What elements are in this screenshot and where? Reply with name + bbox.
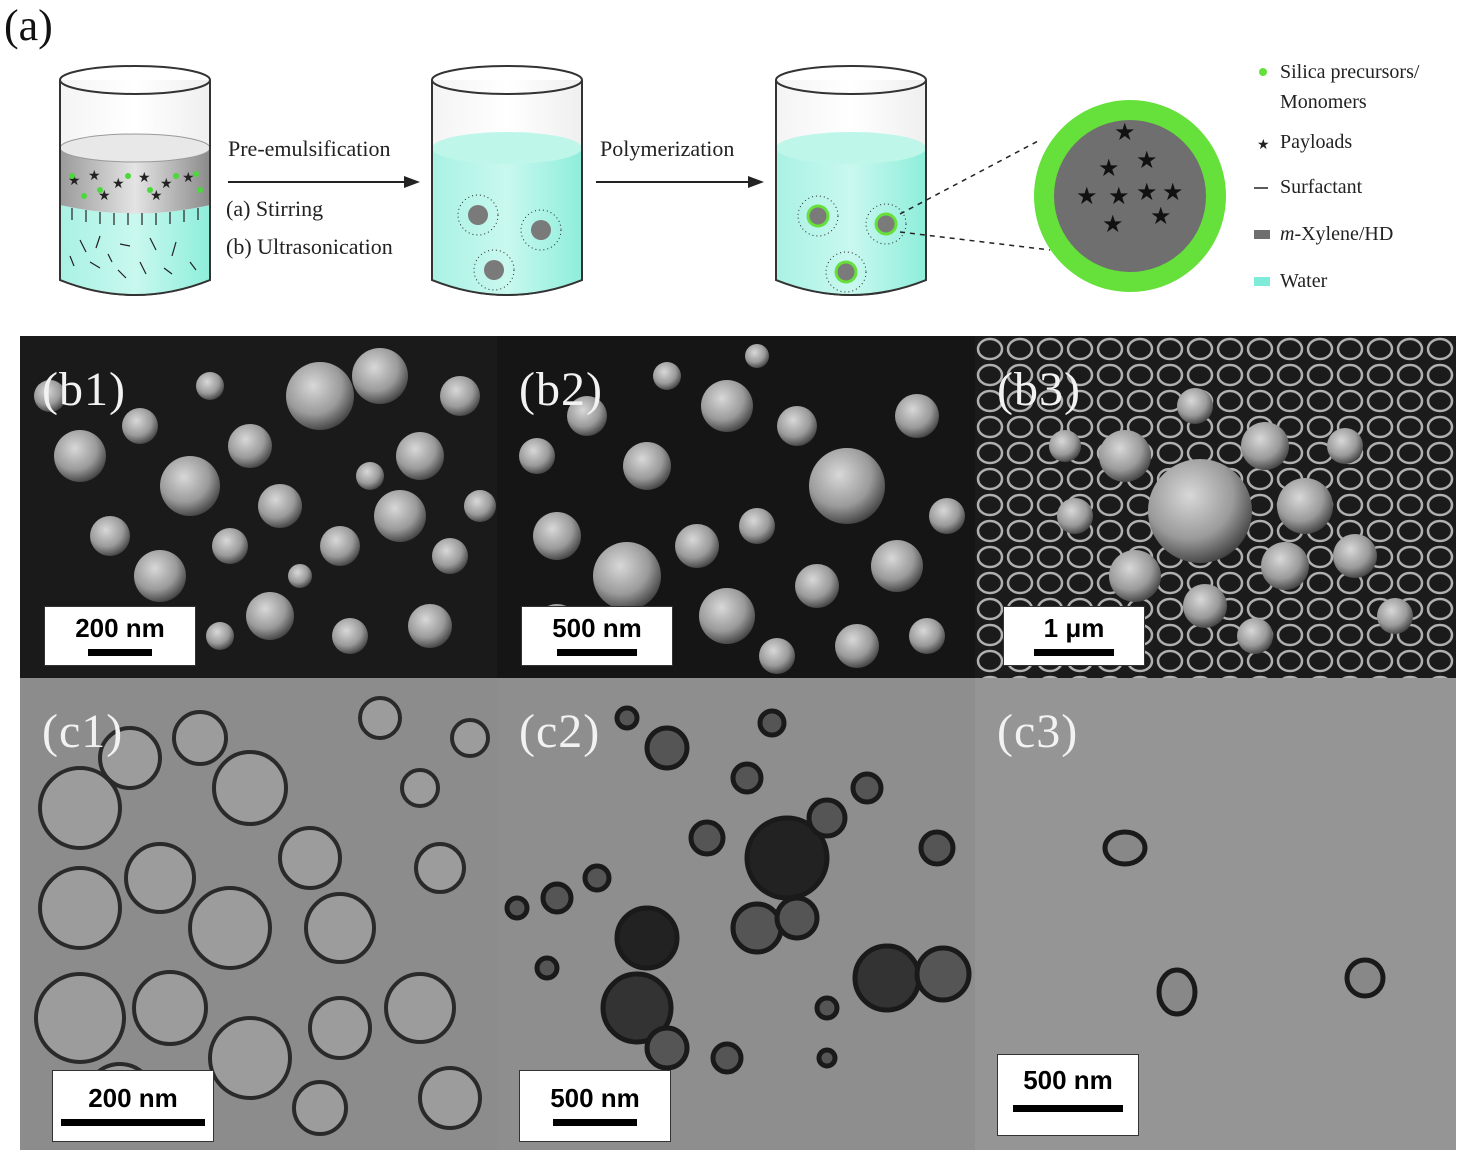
step1-option-stirring: (a) Stirring xyxy=(226,196,324,221)
water-swatch-icon xyxy=(1254,277,1270,286)
tem-texture-c2 xyxy=(504,705,972,1075)
micrograph-c2: (c2) 500 nm xyxy=(497,678,975,1150)
svg-text:★: ★ xyxy=(1136,180,1158,206)
scale-text-c2: 500 nm xyxy=(550,1083,640,1113)
xylene-swatch-icon xyxy=(1254,230,1270,239)
micrograph-c1: (c1) 200 nm xyxy=(20,678,497,1150)
capsule-zoom: ★ ★★ ★★★★ ★★ xyxy=(1034,100,1226,292)
svg-text:★: ★ xyxy=(182,171,195,186)
svg-text:★: ★ xyxy=(1108,184,1130,210)
legend-silica-line2: Monomers xyxy=(1280,91,1367,113)
svg-text:★: ★ xyxy=(1150,204,1172,230)
scale-line-c3 xyxy=(1013,1105,1123,1112)
sem-texture-b1 xyxy=(34,348,496,654)
svg-text:★: ★ xyxy=(160,177,173,192)
svg-text:★: ★ xyxy=(112,177,125,192)
legend-surfactant: Surfactant xyxy=(1280,176,1363,198)
sem-texture-b2 xyxy=(519,344,965,674)
scale-line-b1 xyxy=(88,649,152,656)
step1-title: Pre-emulsification xyxy=(228,136,391,161)
beaker-1: ★★ ★★ ★★ ★★ xyxy=(59,65,211,296)
legend-xylene: m-Xylene/HD xyxy=(1280,222,1393,246)
scale-bar-b2: 500 nm xyxy=(521,606,673,666)
scale-line-b2 xyxy=(557,649,637,656)
legend-silica-line1: Silica precursors/ xyxy=(1280,61,1420,83)
svg-text:★: ★ xyxy=(138,171,151,186)
scale-line-c2 xyxy=(553,1119,637,1126)
scale-bar-c3: 500 nm xyxy=(997,1054,1139,1136)
svg-text:★: ★ xyxy=(1162,180,1184,206)
micrograph-label-b2: (b2) xyxy=(519,363,603,416)
tem-texture-c3 xyxy=(1102,829,1386,1017)
svg-text:★: ★ xyxy=(1102,212,1124,238)
micrograph-label-b3: (b3) xyxy=(997,363,1081,416)
scale-bar-c1: 200 nm xyxy=(52,1070,214,1142)
scale-bar-c2: 500 nm xyxy=(519,1070,671,1142)
micrograph-c3: (c3) 500 nm xyxy=(975,678,1456,1150)
micrograph-label-b1: (b1) xyxy=(42,363,126,416)
scale-text-b2: 500 nm xyxy=(552,613,642,643)
step2-title: Polymerization xyxy=(600,136,735,161)
beaker-3 xyxy=(775,65,927,296)
micrograph-label-c1: (c1) xyxy=(42,705,124,758)
micrograph-b2: (b2) 500 nm xyxy=(497,336,975,678)
legend-payloads: Payloads xyxy=(1280,131,1353,153)
step1-option-ultrasonication: (b) Ultrasonication xyxy=(226,234,393,259)
scale-bar-b1: 200 nm xyxy=(44,606,196,666)
micrograph-b1: (b1) 200 nm xyxy=(20,336,497,678)
legend-water: Water xyxy=(1280,270,1328,292)
legend-xylene-prefix: m xyxy=(1280,223,1295,245)
svg-text:★: ★ xyxy=(1076,184,1098,210)
beaker-2 xyxy=(431,65,583,296)
silica-marker-icon xyxy=(1259,68,1267,76)
scale-bar-b3: 1 μm xyxy=(1003,606,1145,666)
legend-xylene-label: -Xylene/HD xyxy=(1294,223,1394,245)
scale-text-b1: 200 nm xyxy=(75,613,165,643)
panel-label-a: (a) xyxy=(4,1,53,50)
micrograph-label-c3: (c3) xyxy=(997,705,1079,758)
scale-text-b3: 1 μm xyxy=(1043,613,1105,643)
svg-text:★: ★ xyxy=(1114,120,1136,146)
scale-text-c3: 500 nm xyxy=(1023,1065,1113,1095)
svg-text:★: ★ xyxy=(1098,156,1120,182)
svg-text:★: ★ xyxy=(88,169,101,184)
micrograph-b3: (b3) 1 μm xyxy=(975,336,1456,678)
payload-star-icon: ★ xyxy=(1257,138,1270,153)
micrograph-label-c2: (c2) xyxy=(519,705,601,758)
schematic-diagram: ★★ ★★ ★★ ★★ xyxy=(59,65,1270,296)
scale-line-b3 xyxy=(1034,649,1114,656)
scale-text-c1: 200 nm xyxy=(88,1083,178,1113)
svg-text:★: ★ xyxy=(1136,148,1158,174)
svg-text:★: ★ xyxy=(150,189,163,204)
scale-line-c1 xyxy=(61,1119,205,1126)
